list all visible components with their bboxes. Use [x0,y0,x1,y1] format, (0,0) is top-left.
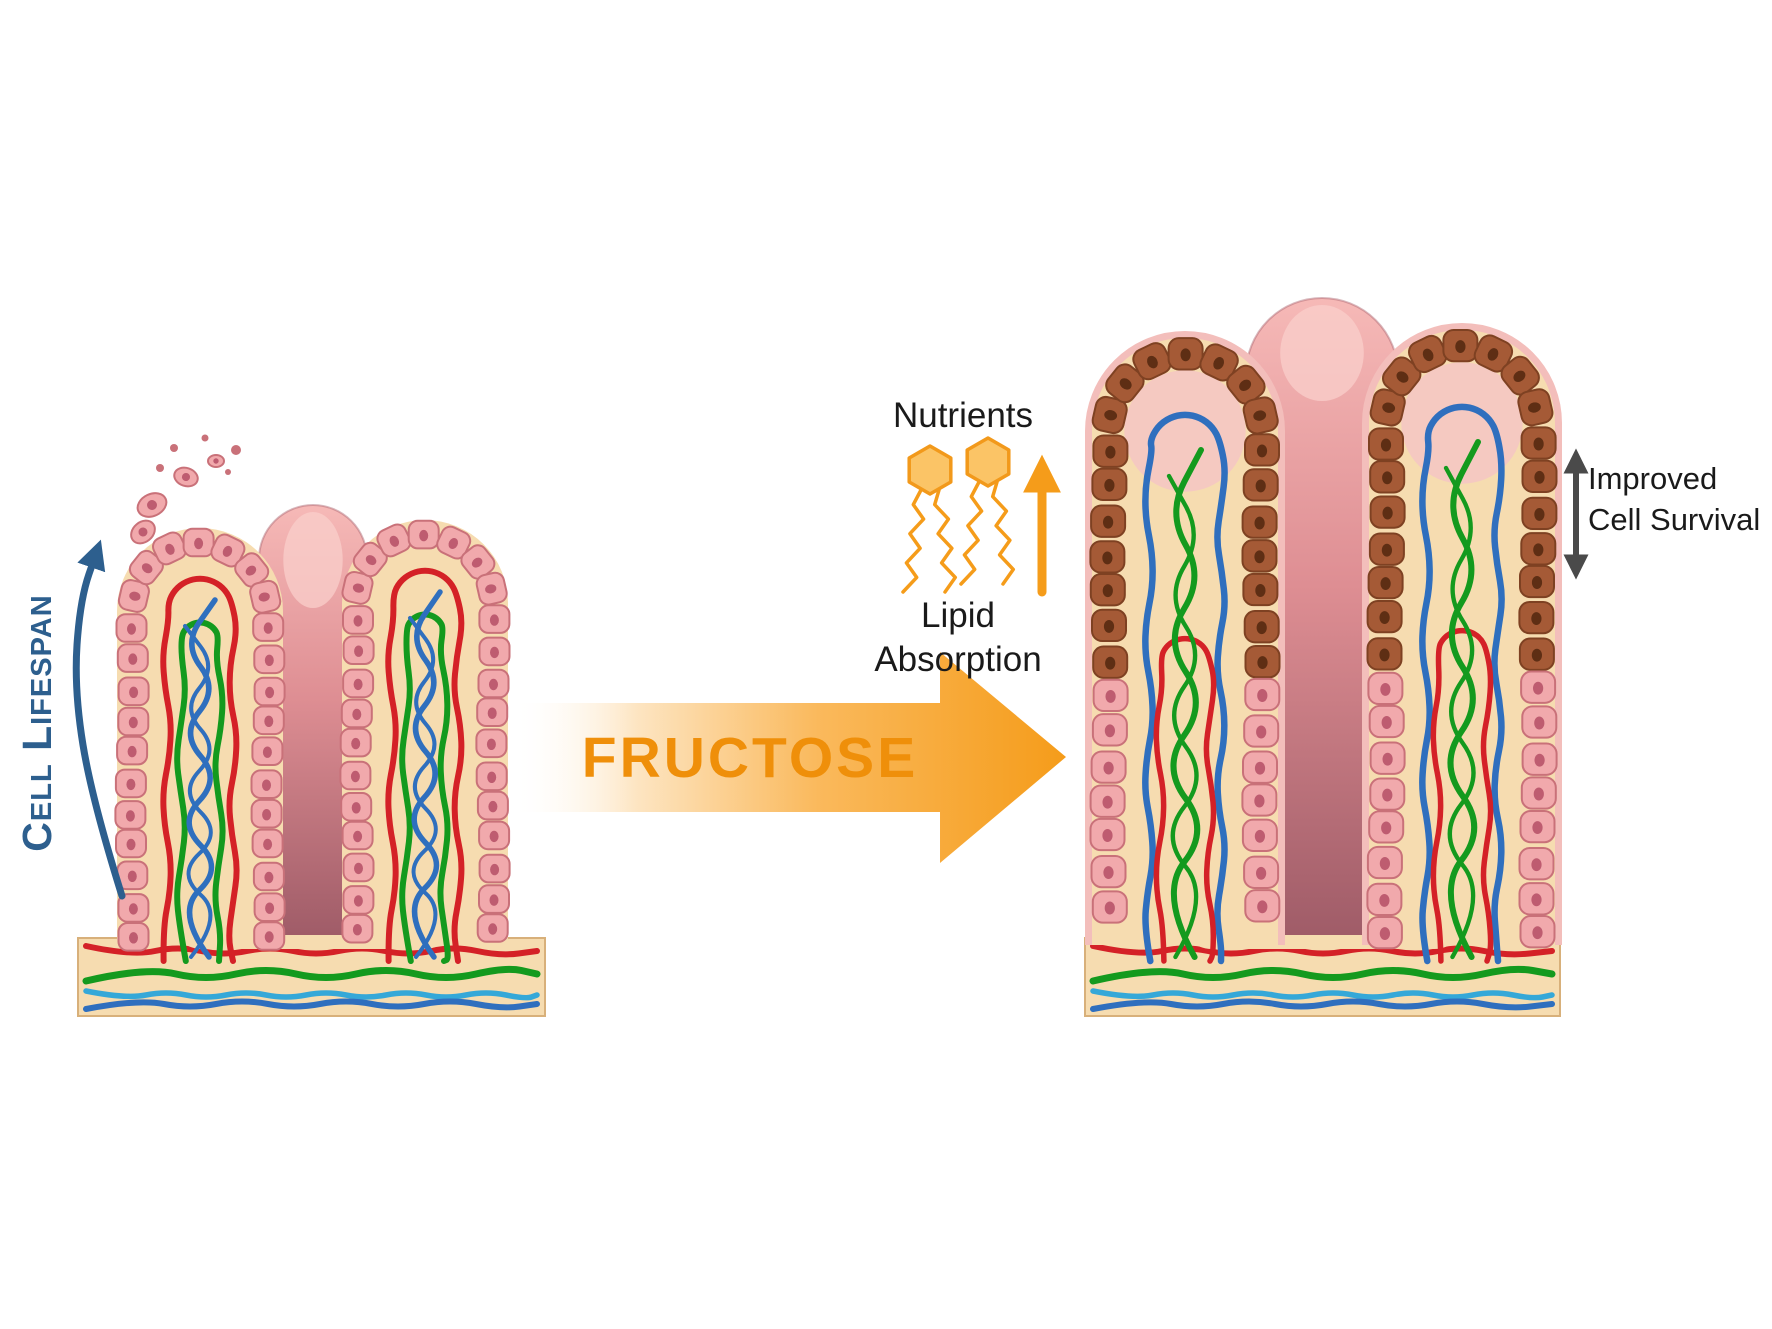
left-villi-illustration [77,434,546,1017]
lipid-molecule-icon [959,436,1016,586]
cell-lifespan-label: Cell Lifespan [14,594,60,852]
improved-line2: Cell Survival [1588,502,1761,537]
villus [339,519,511,964]
cell-lifespan-arrow-icon [72,539,126,900]
villus [114,527,286,964]
villus [1362,323,1562,965]
fructose-label: FRUCTOSE [581,726,919,790]
villus [1085,331,1285,965]
lipid-molecule-icon [901,444,958,594]
fructose-arrow-icon [515,652,1066,863]
improved-line1: Improved [1588,461,1718,496]
center-annotations [515,436,1066,863]
nutrients-label: Nutrients [892,396,1034,435]
lipid-absorption-label: Lipid Absorption [874,596,1042,679]
improved-cell-survival-label: Improved Cell Survival [1588,458,1772,540]
shedding-cells-icon [130,434,241,545]
right-villi-illustration [1084,297,1562,1017]
